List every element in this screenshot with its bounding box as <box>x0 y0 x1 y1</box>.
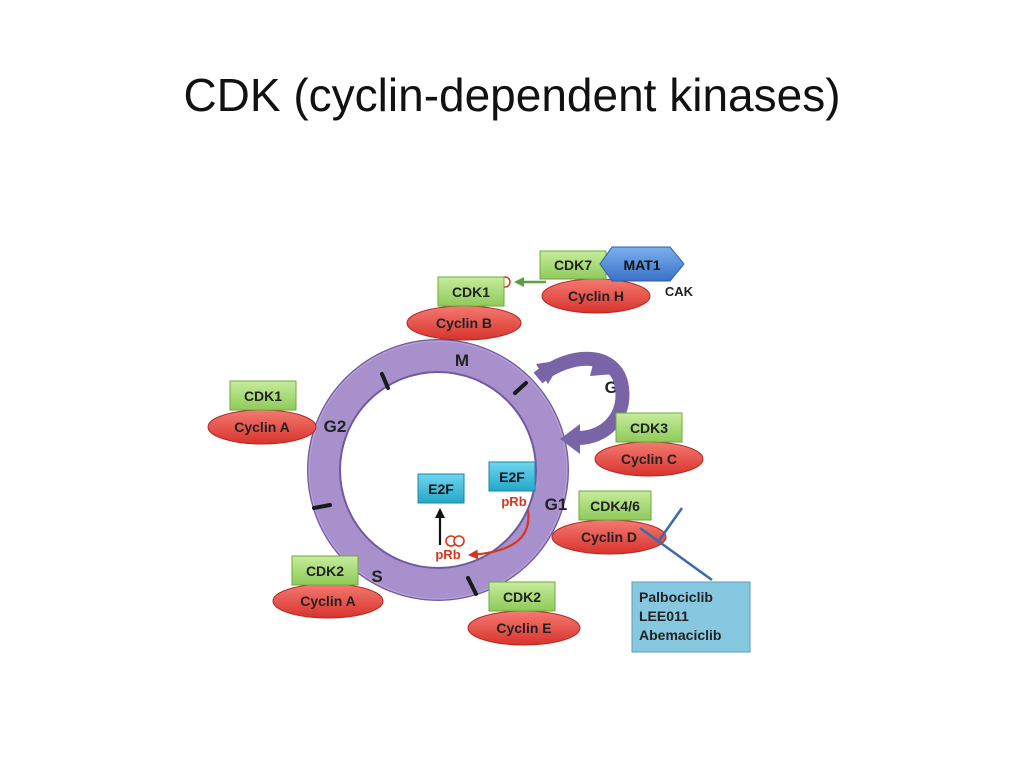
cyclin-a-s-label: Cyclin A <box>300 593 356 609</box>
phase-label-s: S <box>371 567 382 586</box>
slide-title: CDK (cyclin-dependent kinases) <box>183 69 841 121</box>
inhibitor-abemaciclib: Abemaciclib <box>639 627 721 643</box>
cak-activation-arrow <box>499 276 546 288</box>
cyclin-h-label: Cyclin H <box>568 288 624 304</box>
inhibitor-lee011: LEE011 <box>639 608 689 624</box>
cyclin-a-g2-label: Cyclin A <box>234 419 290 435</box>
cdk1-m-label: CDK1 <box>452 284 490 300</box>
cell-cycle-ring <box>307 339 569 601</box>
cdk7-label: CDK7 <box>554 257 592 273</box>
complex-cdk1-cyclin-a: Cyclin A CDK1 <box>207 380 317 445</box>
cdk46-label: CDK4/6 <box>590 498 640 514</box>
cyclin-c-label: Cyclin C <box>621 451 677 467</box>
phase-label-g1: G1 <box>545 495 568 514</box>
complex-cdk2-cyclin-a: Cyclin A CDK2 <box>272 555 384 619</box>
cdk2-g1-label: CDK2 <box>503 589 541 605</box>
phase-label-m: M <box>455 351 469 370</box>
cdk3-label: CDK3 <box>630 420 668 436</box>
cdk46-inhibitor: Palbociclib LEE011 Abemaciclib <box>631 507 751 653</box>
complex-cdk2-cyclin-e: Cyclin E CDK2 <box>467 581 581 646</box>
complex-cdk1-cyclin-b: Cyclin B CDK1 <box>406 276 522 341</box>
cyclin-d-label: Cyclin D <box>581 529 637 545</box>
cak-label: CAK <box>665 284 694 299</box>
cyclin-b-label: Cyclin B <box>436 315 492 331</box>
prb-bottom-label: pRb <box>435 547 460 562</box>
cdk2-s-label: CDK2 <box>306 563 344 579</box>
e2f-prb-pathway: E2F E2F pRb pRb <box>417 461 536 562</box>
g0-loop-arrow <box>533 351 630 454</box>
inhibitor-palbociclib: Palbociclib <box>639 589 713 605</box>
mat1-label: MAT1 <box>623 257 660 273</box>
prb-top-label: pRb <box>501 494 526 509</box>
complex-cdk3-cyclin-c: Cyclin C CDK3 <box>594 412 704 477</box>
cdk1-g2-label: CDK1 <box>244 388 282 404</box>
phase-dividers <box>312 372 528 596</box>
complex-cdk46-cyclin-d: Cyclin D CDK4/6 <box>551 490 667 555</box>
e2f-left-label: E2F <box>428 481 454 497</box>
phase-label-g2: G2 <box>324 417 347 436</box>
e2f-right-label: E2F <box>499 469 525 485</box>
cyclin-e-label: Cyclin E <box>496 620 551 636</box>
complex-cdk7-cyclin-h: Cyclin H CDK7 MAT1 CAK <box>539 246 694 314</box>
